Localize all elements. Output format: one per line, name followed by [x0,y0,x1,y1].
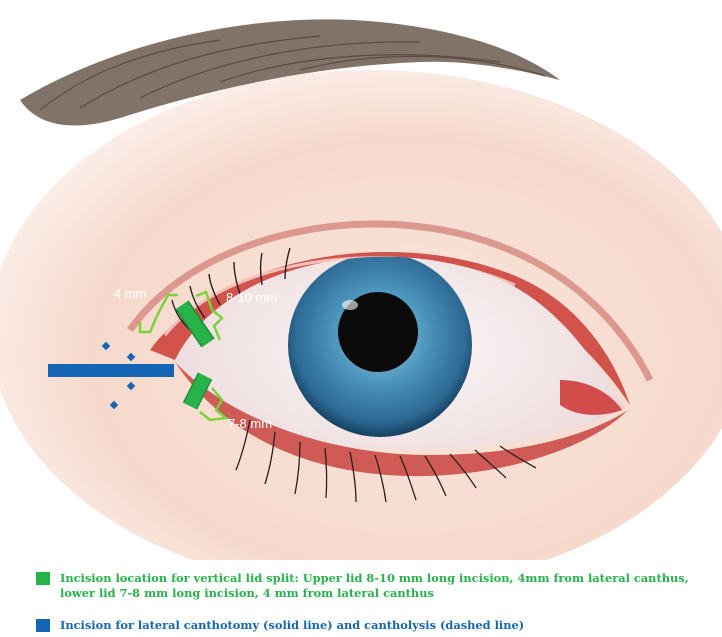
iris-highlight [342,300,358,310]
legend-text-vertical-lid-split: Incision location for vertical lid split… [60,571,720,601]
eye-illustration: 4 mm 8-10 mm 7-8 mm [0,0,722,560]
lower-length-label: 7-8 mm [228,416,272,431]
upper-length-label: 8-10 mm [226,290,277,305]
legend-text-canthotomy: Incision for lateral canthotomy (solid l… [60,618,720,633]
canthotomy-line [48,364,174,377]
green-legend-swatch [36,572,50,585]
upper-distance-label: 4 mm [114,286,147,301]
blue-legend-swatch [36,619,50,632]
